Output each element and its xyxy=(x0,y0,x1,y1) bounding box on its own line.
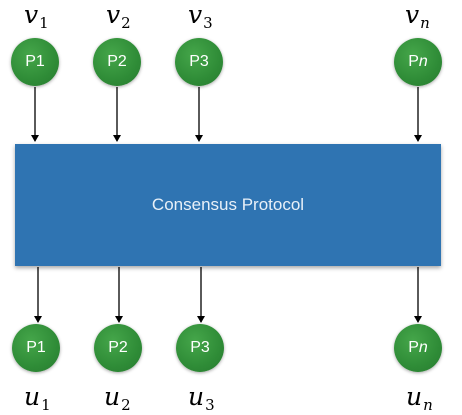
consensus-protocol-label: Consensus Protocol xyxy=(151,195,305,214)
output-label-3: u3 xyxy=(188,382,215,414)
consensus-protocol-box: Consensus Protocol xyxy=(15,144,441,266)
output-label-2: u2 xyxy=(104,382,131,414)
input-label-1: v1 xyxy=(24,0,49,32)
input-label-n: vn xyxy=(405,0,430,32)
output-label-n: un xyxy=(406,382,433,414)
input-label-2: v2 xyxy=(106,0,131,32)
output-label-1: u1 xyxy=(24,382,51,414)
input-label-3: v3 xyxy=(188,0,213,32)
